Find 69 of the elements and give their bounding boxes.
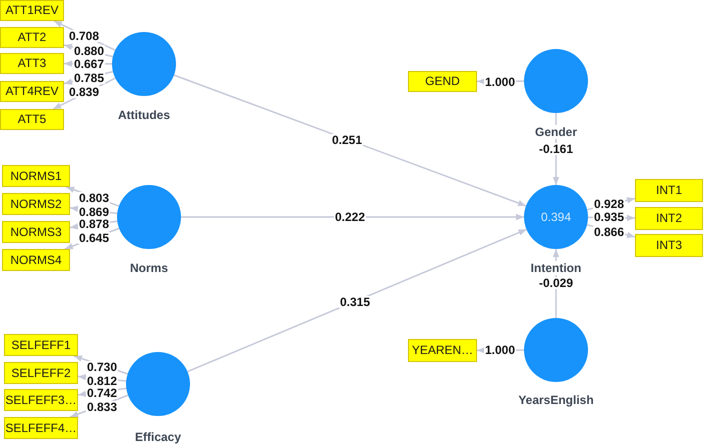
indicator-box [4, 362, 78, 384]
indicator-label: NORMS2 [10, 198, 62, 210]
edge-label: -0.161 [538, 143, 574, 155]
edge-label: 0.315 [338, 296, 372, 308]
edge-label: -0.029 [538, 277, 574, 289]
indicator-box [2, 249, 70, 271]
edge-label: 1.000 [484, 344, 516, 356]
edge-label: 0.803 [78, 192, 110, 204]
indicator-box [0, 81, 64, 102]
indicator-box [0, 109, 64, 130]
indicator-box [635, 207, 703, 230]
indicator-box [635, 179, 703, 202]
arrow [187, 228, 527, 372]
indicator-box [0, 0, 64, 21]
edge-label: 0.645 [78, 232, 110, 244]
arrow [174, 74, 526, 207]
indicator-box [2, 165, 70, 187]
construct-name: Norms [128, 261, 169, 275]
indicator-label: INT3 [656, 239, 682, 252]
indicator-label: ATT5 [18, 113, 46, 126]
edge-label: 0.812 [86, 375, 118, 387]
edge-label: 0.667 [72, 58, 106, 70]
indicator-box [4, 389, 78, 411]
indicator-label: ATT1REV [5, 4, 59, 17]
indicator-box [408, 71, 477, 92]
edge-label: 1.000 [484, 76, 516, 88]
edge-label: 0.708 [68, 30, 100, 42]
construct-name: Efficacy [134, 430, 182, 444]
indicator-label: ATT4REV [5, 85, 59, 98]
edge-label: 0.251 [330, 134, 364, 146]
indicator-label: SELFEFF4… [5, 422, 77, 434]
edge-label: 0.839 [68, 86, 100, 98]
indicator-box [635, 234, 703, 257]
construct-name: Gender [534, 125, 578, 139]
indicator-label: SELFEFF1 [11, 338, 71, 352]
indicator-box [2, 193, 70, 215]
edge-label: 0.878 [78, 218, 110, 230]
edge-label: 0.866 [592, 226, 626, 238]
indicator-label: YEAREN… [412, 344, 474, 357]
arrow [181, 214, 524, 220]
construct-name: Intention [530, 261, 582, 275]
indicator-box [4, 417, 78, 439]
indicator-box [2, 221, 70, 243]
edge-label: 0.869 [78, 206, 110, 218]
indicator-label: ATT3 [18, 57, 46, 70]
edge-label: 0.833 [86, 401, 118, 413]
indicator-box [408, 339, 477, 362]
edge-label: 0.935 [592, 211, 626, 223]
indicator-box [0, 27, 64, 48]
indicator-label: NORMS3 [10, 226, 62, 238]
edge-label: 0.222 [334, 211, 366, 223]
indicator-label: NORMS4 [10, 254, 62, 266]
edge-label: 0.742 [86, 387, 118, 399]
construct-name: Attitudes [117, 108, 171, 122]
indicator-label: GEND [425, 75, 460, 88]
r-squared-value: 0.394 [540, 210, 572, 224]
indicator-label: INT2 [656, 212, 682, 225]
edge-label: 0.928 [592, 198, 626, 210]
edge-label: 0.730 [86, 361, 118, 373]
construct-name: YearsEnglish [517, 393, 595, 407]
edge-label: 0.785 [72, 72, 106, 84]
indicator-label: SELFEFF3… [5, 394, 77, 406]
indicator-label: ATT2 [18, 31, 46, 44]
indicator-box [4, 334, 78, 356]
indicator-box [0, 53, 64, 74]
indicator-label: INT1 [656, 184, 682, 197]
indicator-label: NORMS1 [10, 170, 62, 182]
edge-label: 0.880 [72, 45, 106, 57]
indicator-label: SELFEFF2 [11, 366, 71, 380]
